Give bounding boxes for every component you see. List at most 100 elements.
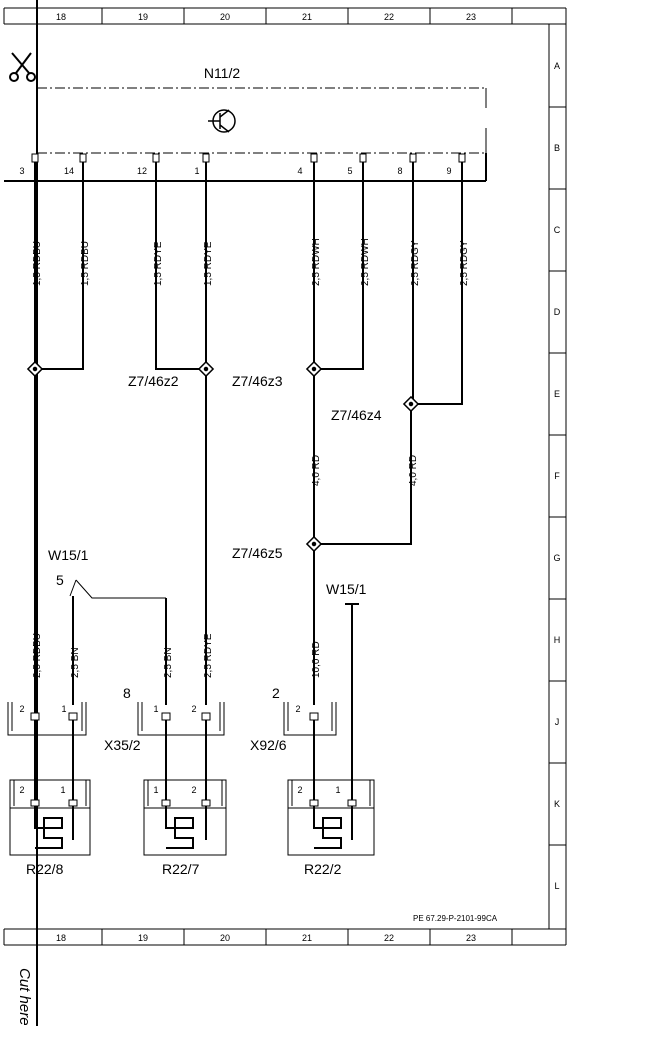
splice-icon	[402, 395, 420, 413]
wire-label: 2,5 RDYE	[203, 633, 214, 678]
pin-label: 12	[137, 166, 147, 176]
w15-branch	[69, 579, 359, 605]
module-pin-labels: 3 14 12 1 4 5 8 9	[19, 166, 451, 176]
connector-pin-number: 2	[272, 685, 280, 701]
resistor-name: R22/2	[304, 861, 342, 877]
pin-label: 9	[446, 166, 451, 176]
bottom-wire-labels: 2,5 RDBU 2,5 BN 2,5 BN 2,5 RDYE 10,0 RD	[32, 633, 322, 678]
resistor-r22-2	[287, 779, 375, 856]
col-label: 20	[220, 933, 230, 943]
connector-x92-pins: 2	[295, 704, 300, 714]
resistor-name: R22/7	[162, 861, 200, 877]
pin-label: 8	[397, 166, 402, 176]
col-label: 19	[138, 12, 148, 22]
wire-label: 4,0 RD	[311, 455, 322, 486]
resistor-r22-8-pins: 2 1	[19, 785, 65, 795]
pin-label: 1	[335, 785, 340, 795]
resistor-r22-7-pins: 1 2	[153, 785, 196, 795]
pin-label: 2	[19, 785, 24, 795]
row-label: J	[555, 717, 560, 727]
splice-label: Z7/46z3	[232, 373, 283, 389]
connector-pin-number: 8	[123, 685, 131, 701]
connector-x35-pins: 1 2	[153, 704, 196, 714]
splice-label: Z7/46z2	[128, 373, 179, 389]
wire-label: 2,5 RDGY	[459, 240, 470, 286]
resistor-r22-2-pins: 2 1	[297, 785, 340, 795]
wire-label: 4,0 RD	[408, 455, 419, 486]
splice-icon	[305, 535, 323, 553]
pin-label: 4	[297, 166, 302, 176]
wire-label: 2,5 RDWH	[360, 238, 371, 286]
wire-label: 2,5 BN	[70, 647, 81, 678]
wire-label: 1,5 RDYE	[153, 241, 164, 286]
resistor-r22-8	[9, 779, 91, 856]
wire-label: 2,5 RDWH	[311, 238, 322, 286]
splice-label: Z7/46z5	[232, 545, 283, 561]
row-labels: A B C D E F G H J K L	[553, 61, 560, 891]
wire-label: 2,5 RDGY	[410, 240, 421, 286]
pin-label: 2	[295, 704, 300, 714]
row-label: E	[554, 389, 560, 399]
pin-label: 1	[61, 704, 66, 714]
transistor-icon	[208, 109, 236, 133]
pin-label: 2	[297, 785, 302, 795]
col-label: 22	[384, 12, 394, 22]
wire-label: 2,5 BN	[163, 647, 174, 678]
ground-label: W15/1	[48, 547, 89, 563]
pin-label: 1	[153, 704, 158, 714]
module-pins	[31, 153, 466, 163]
module-n11-2: N11/2 3 14 12 1 4 5 8 9	[4, 65, 487, 182]
col-label: 22	[384, 933, 394, 943]
pin-label: 5	[347, 166, 352, 176]
column-labels-top: 18 19 20 21 22 23	[56, 12, 476, 22]
pin-label: 2	[19, 704, 24, 714]
row-label: D	[554, 307, 561, 317]
splice-points	[26, 360, 420, 553]
connector-left	[7, 702, 87, 736]
mid-wire-labels: 4,0 RD 4,0 RD	[311, 455, 419, 486]
pin-label: 2	[191, 704, 196, 714]
pin-label: 1	[153, 785, 158, 795]
row-label: A	[554, 61, 560, 71]
row-label: H	[554, 635, 561, 645]
row-label: G	[553, 553, 560, 563]
col-label: 23	[466, 933, 476, 943]
row-label: C	[554, 225, 561, 235]
splice-label: Z7/46z4	[331, 407, 382, 423]
wire-label: 1,5 RDBU	[80, 241, 91, 286]
col-label: 23	[466, 12, 476, 22]
module-title: N11/2	[204, 65, 241, 81]
splice-icon	[305, 360, 323, 378]
wires	[34, 162, 463, 800]
column-labels-bottom: 18 19 20 21 22 23	[56, 933, 476, 943]
col-label: 18	[56, 12, 66, 22]
splice-icon	[197, 360, 215, 378]
ground-label: W15/1	[326, 581, 367, 597]
top-wire-labels: 1,5 RDBU 1,5 RDBU 1,5 RDYE 1,5 RDYE 2,5 …	[32, 238, 470, 286]
row-label: K	[554, 799, 560, 809]
ground-pin: 5	[56, 572, 64, 588]
wire-label: 1,5 RDBU	[32, 241, 43, 286]
wire-label: 1,5 RDYE	[203, 241, 214, 286]
connector-name: X92/6	[250, 737, 287, 753]
row-label: F	[554, 471, 560, 481]
pin-label: 3	[19, 166, 24, 176]
cut-here-text: Cut here	[16, 968, 33, 1026]
connector-left-pins: 2 1	[19, 704, 66, 714]
connector-x92-6	[283, 702, 337, 736]
resistor-r22-7	[143, 779, 227, 856]
wire-label: 2,5 RDBU	[32, 633, 43, 678]
pin-label: 2	[191, 785, 196, 795]
splice-icon	[26, 360, 44, 378]
scissors-icon	[9, 52, 36, 82]
connector-name: X35/2	[104, 737, 141, 753]
splice-labels: Z7/46z2 Z7/46z3 Z7/46z4 Z7/46z5	[128, 373, 382, 561]
col-label: 18	[56, 933, 66, 943]
document-reference: PE 67.29-P-2101-99CA	[413, 914, 498, 923]
row-label: L	[554, 881, 559, 891]
col-label: 21	[302, 12, 312, 22]
row-label: B	[554, 143, 560, 153]
diagram-frame	[3, 0, 567, 1026]
pin-label: 14	[64, 166, 74, 176]
